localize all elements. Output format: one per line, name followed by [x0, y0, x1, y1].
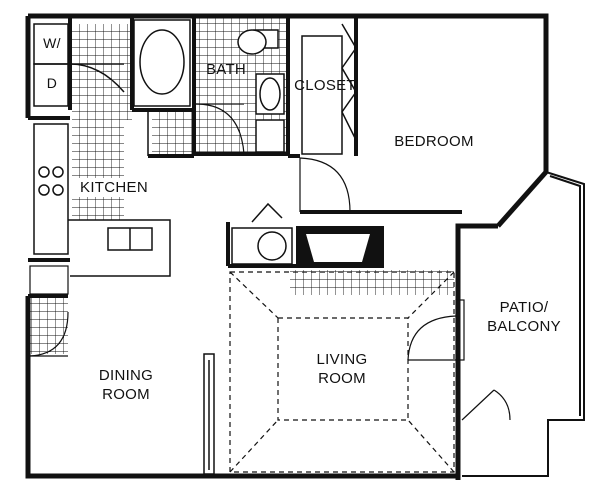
- patio-walls: [462, 171, 585, 477]
- patio-label-line2: BALCONY: [487, 318, 561, 335]
- living-label-line1: LIVING: [316, 351, 368, 368]
- kitchen-counters: [33, 110, 171, 277]
- closet-label: CLOSET: [294, 77, 356, 94]
- bedroom-label: BEDROOM: [394, 133, 474, 150]
- fireplace: [296, 226, 384, 268]
- washer-label: W/: [43, 35, 61, 51]
- bath-label: BATH: [205, 61, 247, 78]
- dryer-label: D: [46, 75, 58, 91]
- dining-label-line1: DINING: [98, 367, 154, 384]
- bath-fixtures: [133, 19, 285, 153]
- patio-label-line1: PATIO/: [499, 299, 549, 316]
- dining-door: [29, 265, 69, 357]
- kitchen-label: KITCHEN: [72, 178, 156, 197]
- living-ceiling: [229, 271, 455, 473]
- water-heater: [231, 202, 293, 265]
- bedroom-door: [299, 157, 351, 213]
- interior-walls: [28, 16, 462, 480]
- washer-dryer: [33, 23, 125, 107]
- patio-door: [407, 299, 511, 421]
- bath-door: [195, 103, 245, 155]
- dining-post: [203, 353, 215, 475]
- closet-door: [301, 23, 357, 155]
- dining-label-line2: ROOM: [102, 386, 150, 403]
- living-label-line2: ROOM: [318, 370, 366, 387]
